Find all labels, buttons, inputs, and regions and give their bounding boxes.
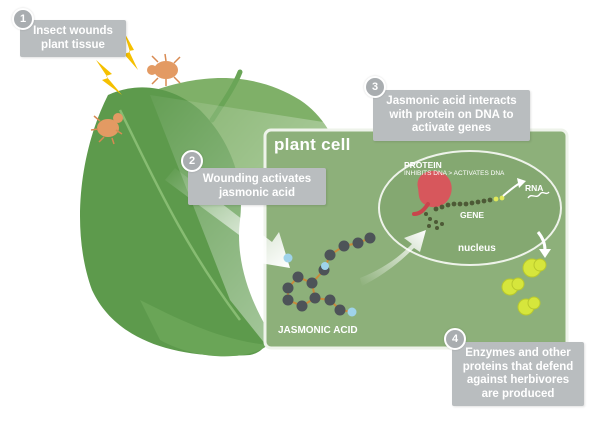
callout-step-4-text: Enzymes and other proteins that defend a… [462, 347, 574, 400]
protein-label: PROTEIN [404, 160, 442, 170]
leaf-tip [140, 300, 268, 357]
jasmonic-acid-atoms [282, 232, 376, 316]
dna-tail [424, 212, 444, 230]
molecule-to-nucleus-arrow [360, 230, 426, 286]
gene-label: GENE [460, 210, 485, 220]
plant-cell-title: plant cell [274, 135, 351, 154]
rna-squiggle [527, 191, 550, 199]
nucleus-to-enzyme-arrowhead [539, 249, 551, 258]
callout-step-2-text: Wounding activates jasmonic acid [202, 173, 312, 199]
insect-top [147, 53, 181, 86]
rna-arrowhead [517, 178, 526, 188]
step-1-badge: 1 [12, 8, 34, 30]
step-4-badge: 4 [444, 328, 466, 350]
zoom-beam [150, 95, 362, 345]
callout-step-3-text: Jasmonic acid interacts with protein on … [386, 95, 517, 134]
lightning-bolt-top [124, 32, 138, 70]
protein-stem [412, 202, 430, 216]
callout-step-1: Insect wounds plant tissue [20, 20, 126, 57]
gene-active-strand [493, 195, 505, 202]
enzyme-blobs [501, 258, 547, 316]
callout-step-1-text: Insect wounds plant tissue [33, 25, 113, 51]
protein-blob [417, 170, 452, 208]
oxygen-atoms [283, 253, 357, 317]
rna-label: RNA [525, 183, 544, 193]
leaf-vein [118, 109, 242, 321]
protein-sublabel: INHIBITS DNA > ACTIVATES DNA [404, 170, 505, 177]
insect-bottom [90, 113, 123, 145]
nucleus-label: nucleus [458, 243, 496, 254]
step-2-badge: 2 [181, 150, 203, 172]
lightning-bolt-left [96, 60, 122, 95]
step-3-badge: 3 [364, 76, 386, 98]
nucleus-to-enzyme-arrow [536, 231, 547, 251]
callout-step-2: Wounding activates jasmonic acid [188, 168, 326, 205]
jasmonic-acid-label: JASMONIC ACID [278, 325, 358, 336]
gene-strand [433, 197, 493, 212]
callout-step-4: Enzymes and other proteins that defend a… [452, 342, 584, 406]
callout-step-3: Jasmonic acid interacts with protein on … [373, 90, 530, 141]
